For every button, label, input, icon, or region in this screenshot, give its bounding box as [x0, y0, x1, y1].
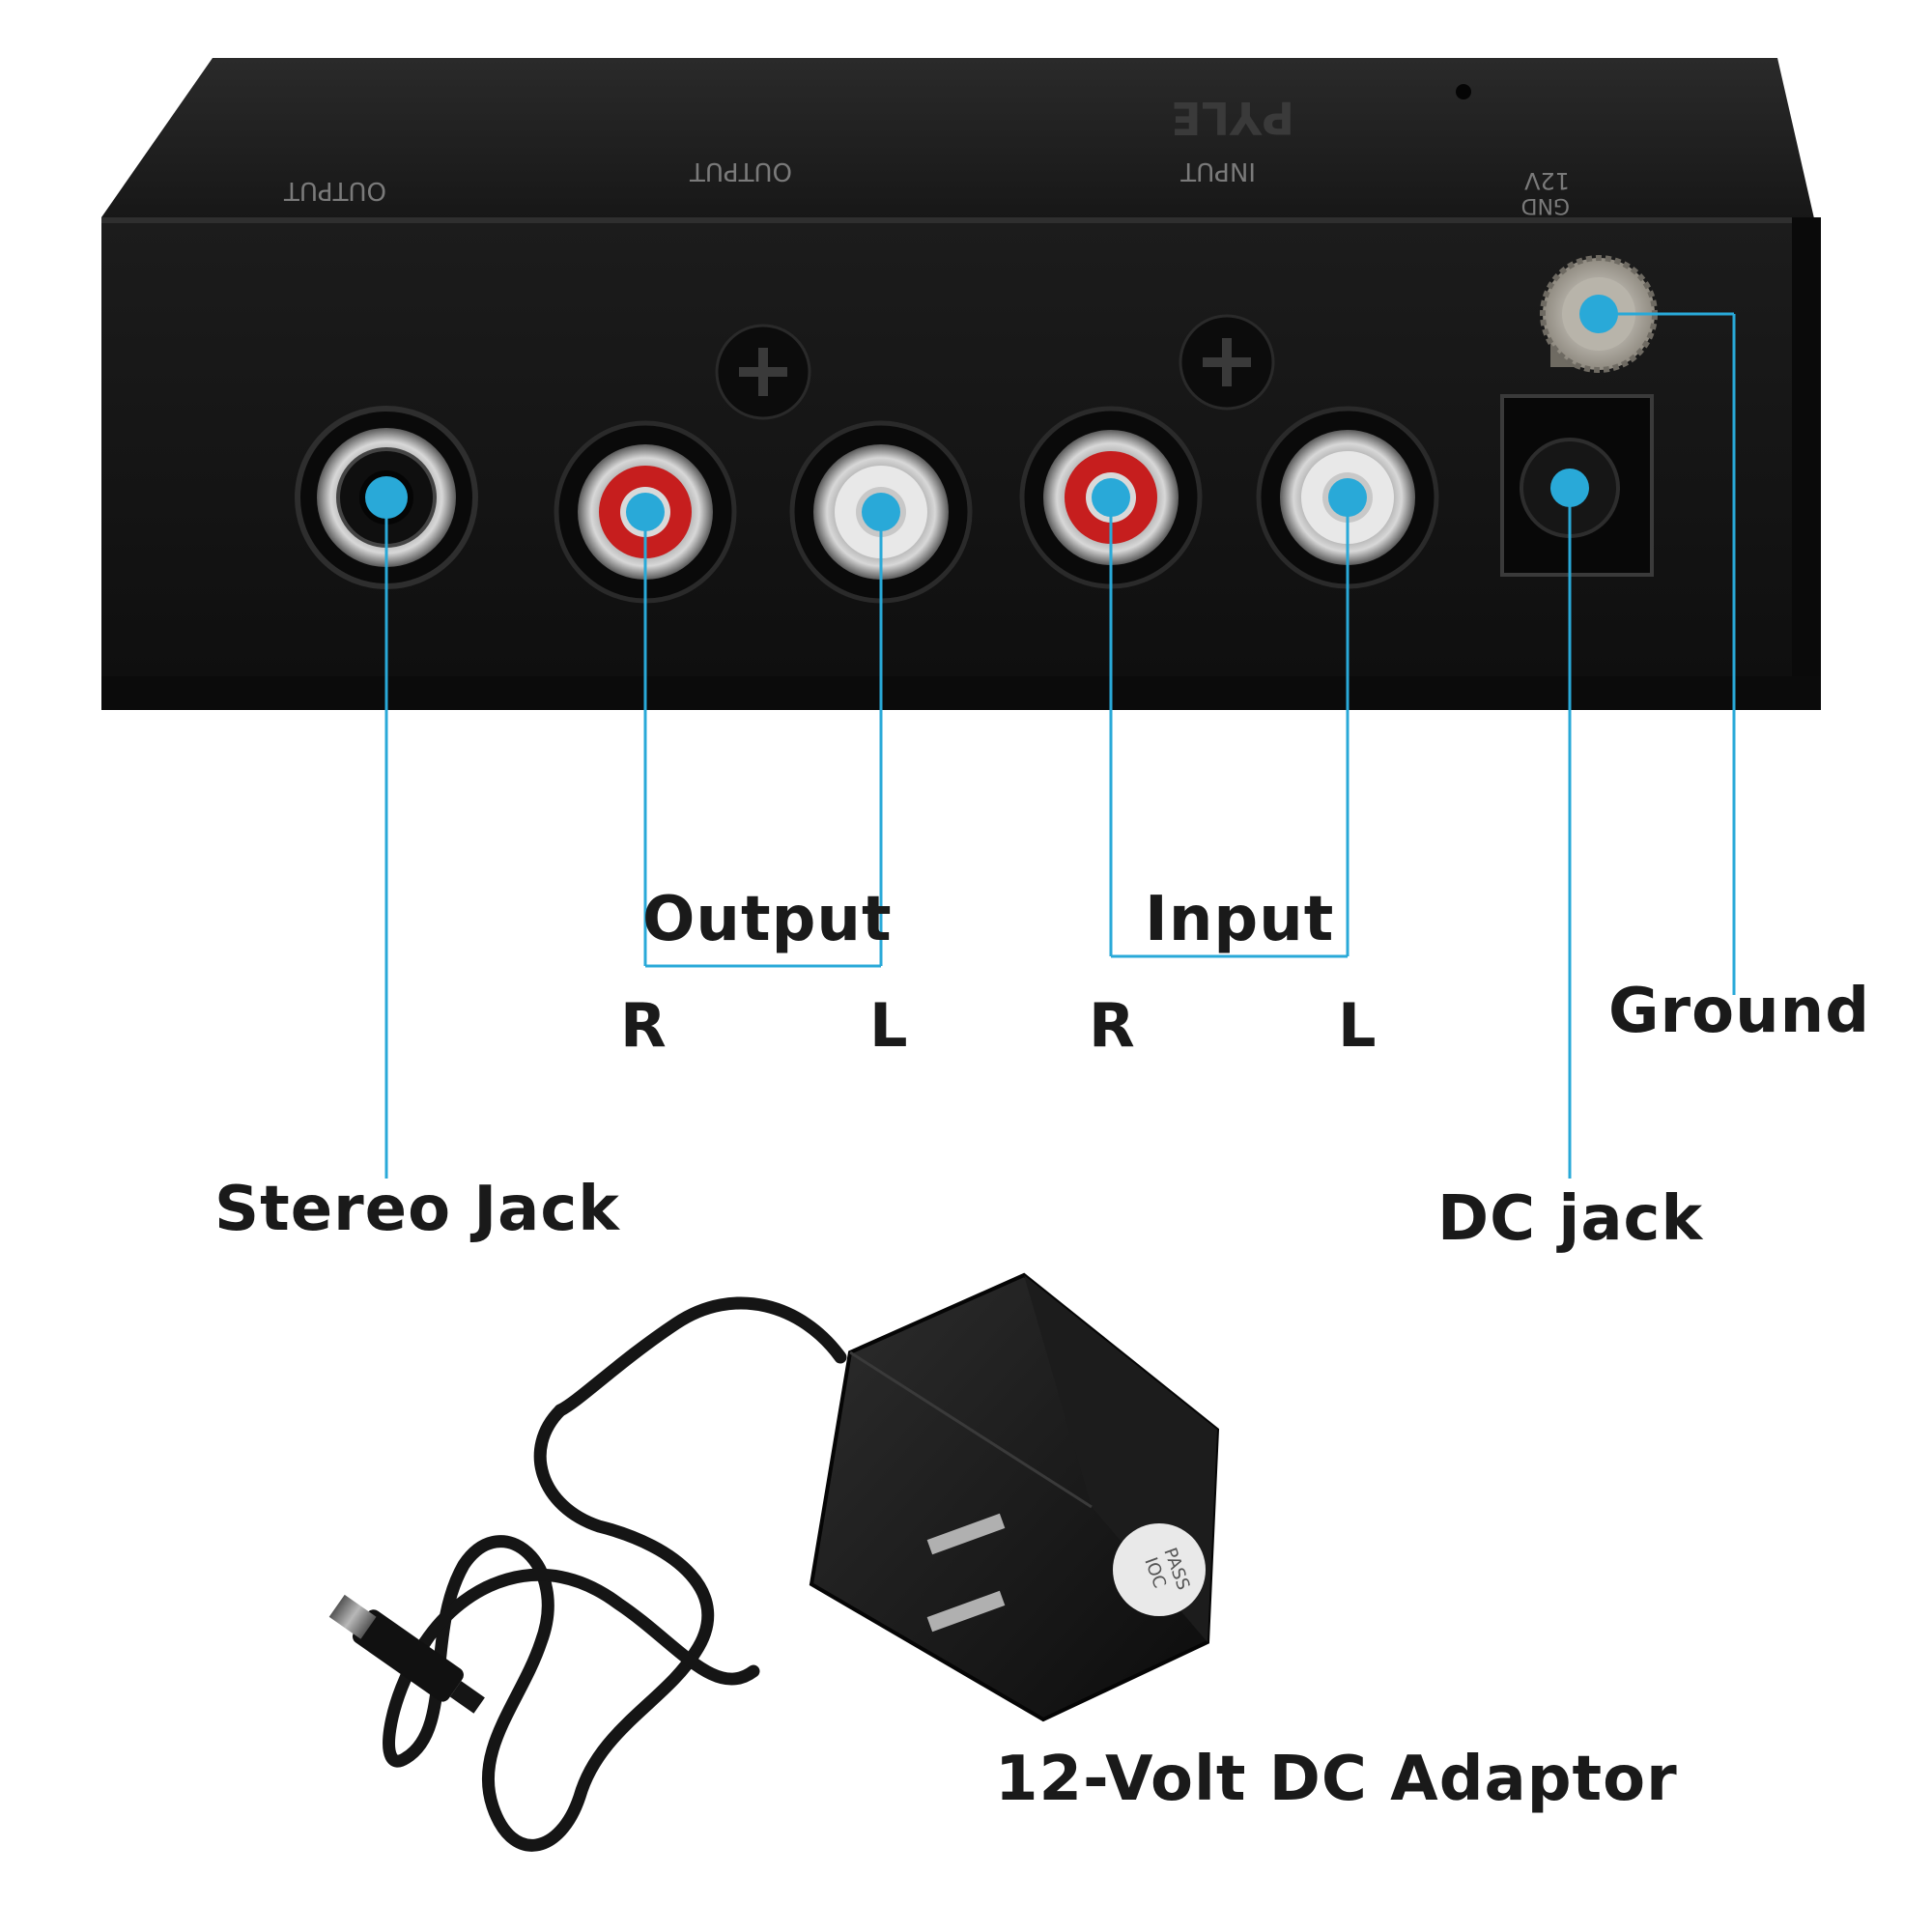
- label-output-group: Output: [642, 884, 893, 955]
- label-dc-jack: DC jack: [1437, 1183, 1703, 1255]
- dot-input-left: [1328, 478, 1367, 517]
- label-stereo-jack: Stereo Jack: [214, 1174, 620, 1245]
- silk-12v: 12V: [1523, 167, 1570, 194]
- dot-stereo-jack: [365, 476, 408, 519]
- plug-prong: [926, 1590, 1006, 1633]
- certification-sticker: IOC PASS: [1113, 1523, 1206, 1616]
- silk-input-rca: INPUT: [1180, 156, 1256, 185]
- silk-output-jack: OUTPUT: [284, 176, 386, 205]
- label-input-group: Input: [1145, 884, 1335, 955]
- dot-dc-jack: [1550, 469, 1589, 507]
- label-output-l: L: [869, 990, 909, 1061]
- silk-output-rca: OUTPUT: [690, 156, 792, 185]
- label-ground: Ground: [1608, 976, 1870, 1047]
- screw-icon: [1179, 314, 1275, 411]
- callout-lines: [384, 312, 1736, 1179]
- screw-icon: [715, 324, 811, 420]
- dot-input-right: [1092, 478, 1130, 517]
- rca-input-left[interactable]: [1256, 406, 1439, 589]
- label-input-l: L: [1338, 990, 1378, 1061]
- preamp-device: PYLE OUTPUT OUTPUT INPUT 12V GND: [101, 58, 1821, 710]
- callout-dots: [365, 295, 1618, 531]
- led-indicator: [1456, 84, 1471, 99]
- chassis-top: [101, 58, 1816, 227]
- power-adaptor: IOC PASS: [328, 1272, 1220, 1852]
- silk-gnd: GND: [1521, 193, 1570, 217]
- dot-ground: [1579, 295, 1618, 333]
- label-output-r: R: [620, 990, 668, 1061]
- dot-output-left: [862, 493, 900, 531]
- label-input-r: R: [1089, 990, 1136, 1061]
- dot-output-right: [626, 493, 665, 531]
- brand-logo: PYLE: [1171, 92, 1294, 144]
- label-adaptor: 12-Volt DC Adaptor: [995, 1744, 1678, 1815]
- plug-prong: [926, 1513, 1006, 1555]
- dc-barrel-plug: [328, 1594, 485, 1714]
